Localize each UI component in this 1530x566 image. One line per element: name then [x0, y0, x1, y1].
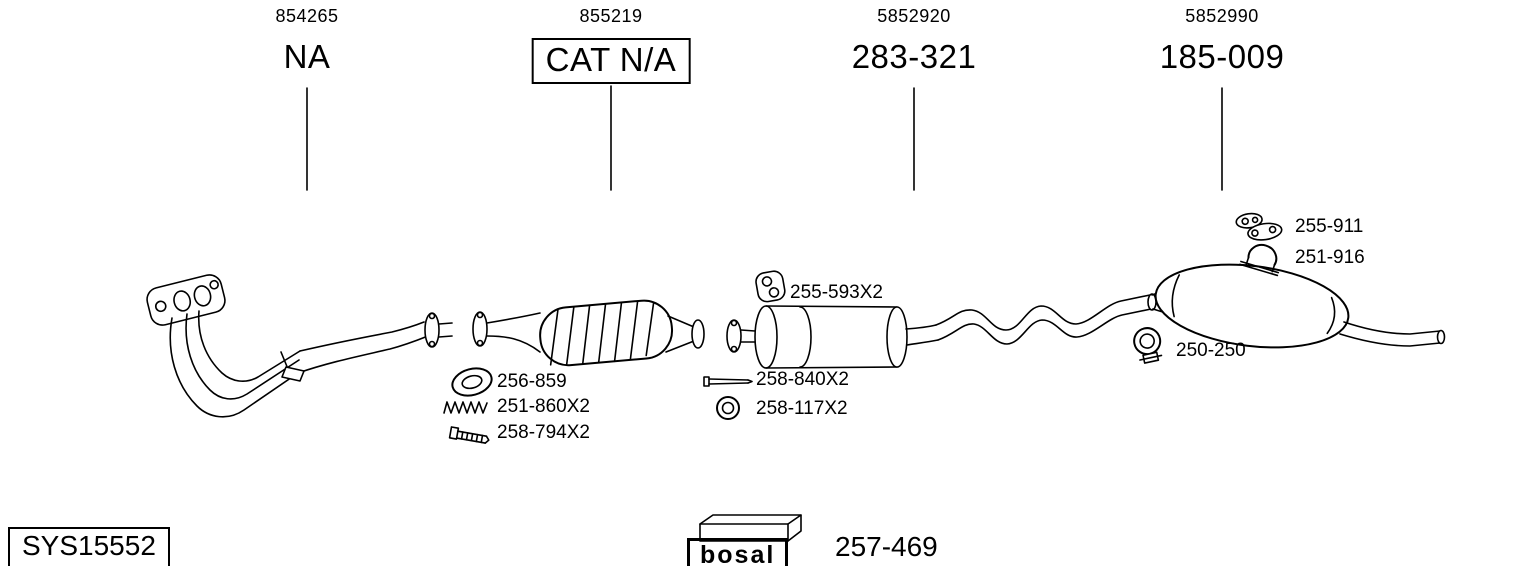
system-code: SYS15552	[22, 530, 156, 561]
part-label-rear-clamp: 250-250	[1176, 340, 1246, 361]
bolt-icon	[448, 426, 490, 444]
catalytic-converter-drawing	[486, 299, 705, 367]
part-label-rubber-hanger: 255-593X2	[790, 282, 883, 303]
section-center-muffler: 5852920 283-321	[852, 6, 977, 76]
front-pipe-drawing	[146, 274, 429, 418]
pipe-clamp-icon	[1239, 243, 1280, 277]
seal-ring-icon	[716, 396, 740, 420]
section-catalytic-converter: 855219 CAT N/A	[531, 6, 691, 84]
section-ref-number: 855219	[579, 6, 643, 26]
bosal-part-number: 257-469	[835, 531, 938, 562]
system-code-box: SYS15552	[8, 527, 170, 566]
rubber-hanger-icon	[755, 270, 786, 303]
spring-icon	[443, 401, 488, 414]
section-label: CAT N/A	[531, 38, 691, 84]
part-label-gasket: 256-859	[497, 371, 567, 392]
section-ref-number: 5852920	[877, 6, 951, 26]
section-label: 283-321	[851, 38, 977, 75]
mount-bracket-icon	[1235, 212, 1283, 241]
part-label-mount-bracket: 255-911	[1295, 216, 1364, 237]
section-leader-lines	[306, 85, 1223, 191]
part-label-clamp: 251-916	[1295, 247, 1365, 268]
section-label: NA	[283, 38, 331, 75]
long-bolt-icon	[703, 376, 753, 387]
section-rear-muffler: 5852990 185-009	[1160, 6, 1285, 76]
part-label-long-bolt: 258-840X2	[756, 369, 849, 390]
part-label-spring: 251-860X2	[497, 396, 590, 417]
part-label-bolt: 258-794X2	[497, 422, 590, 443]
section-front-pipe: 854265 NA	[275, 6, 338, 76]
gasket-ring-icon	[451, 367, 493, 397]
intermediate-pipe-drawing	[905, 293, 1157, 346]
bosal-logo: bosal	[687, 538, 789, 566]
pipe-clamp-icon	[1133, 327, 1163, 364]
section-ref-number: 854265	[275, 6, 339, 26]
flange-joint-drawing	[424, 311, 488, 348]
part-label-seal-ring: 258-117X2	[756, 398, 848, 419]
center-muffler-drawing	[726, 305, 908, 369]
section-label: 185-009	[1159, 38, 1285, 75]
bosal-carton-icon	[699, 514, 802, 542]
section-ref-number: 5852990	[1185, 6, 1259, 26]
